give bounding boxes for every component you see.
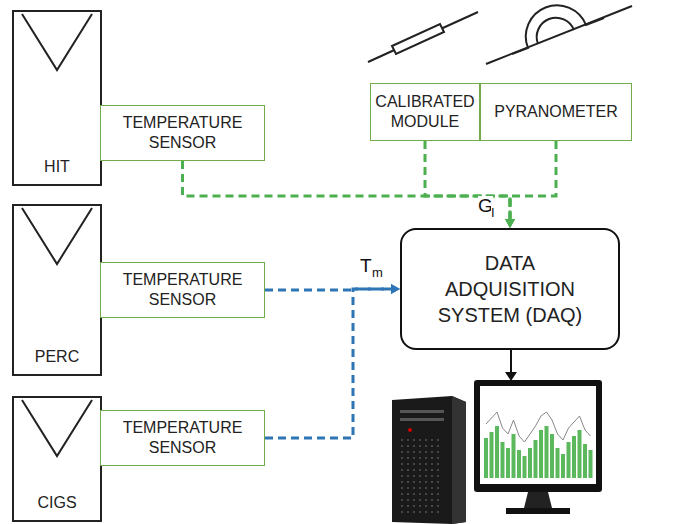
signal-label: m: [372, 266, 383, 279]
pv-module: HIT: [12, 10, 102, 186]
signal-label: T: [360, 256, 372, 275]
node-label: TEMPERATURE SENSOR: [105, 113, 260, 153]
signal-label: I: [491, 206, 495, 219]
tilted-mount: [368, 12, 478, 62]
pyranometer-dome: [512, 5, 604, 54]
pyranometer-box: PYRANOMETER: [480, 83, 632, 141]
calibrated-module-box: CALIBRATED MODULE: [370, 83, 480, 141]
reference-cell: [392, 24, 444, 54]
node-label: CIGS: [37, 494, 76, 512]
node-label: HIT: [44, 158, 70, 176]
temperature-sensor: TEMPERATURE SENSOR: [100, 105, 265, 161]
node-label: PYRANOMETER: [494, 102, 618, 122]
arrow-head: [505, 372, 517, 381]
pyranometer-dome: [537, 18, 574, 44]
signal-connector: [505, 141, 556, 228]
node-label: CALIBRATED MODULE: [375, 92, 475, 132]
pv-module: CIGS: [12, 396, 102, 522]
monitor: [474, 380, 602, 514]
signal-connector: [425, 141, 515, 228]
daq-box: DATA ADQUISITION SYSTEM (DAQ): [400, 228, 620, 350]
pv-module: PERC: [12, 204, 102, 376]
temperature-sensor: TEMPERATURE SENSOR: [100, 410, 265, 466]
output-arrow: [510, 350, 512, 374]
node-label: TEMPERATURE SENSOR: [105, 270, 260, 310]
computer-tower: [392, 396, 466, 524]
node-label: TEMPERATURE SENSOR: [105, 418, 260, 458]
tilted-mount: [486, 6, 632, 64]
signal-connector: [265, 284, 400, 438]
temperature-sensor: TEMPERATURE SENSOR: [100, 262, 265, 318]
node-label: PERC: [35, 348, 79, 366]
node-label: DATA ADQUISITION SYSTEM (DAQ): [425, 250, 595, 328]
